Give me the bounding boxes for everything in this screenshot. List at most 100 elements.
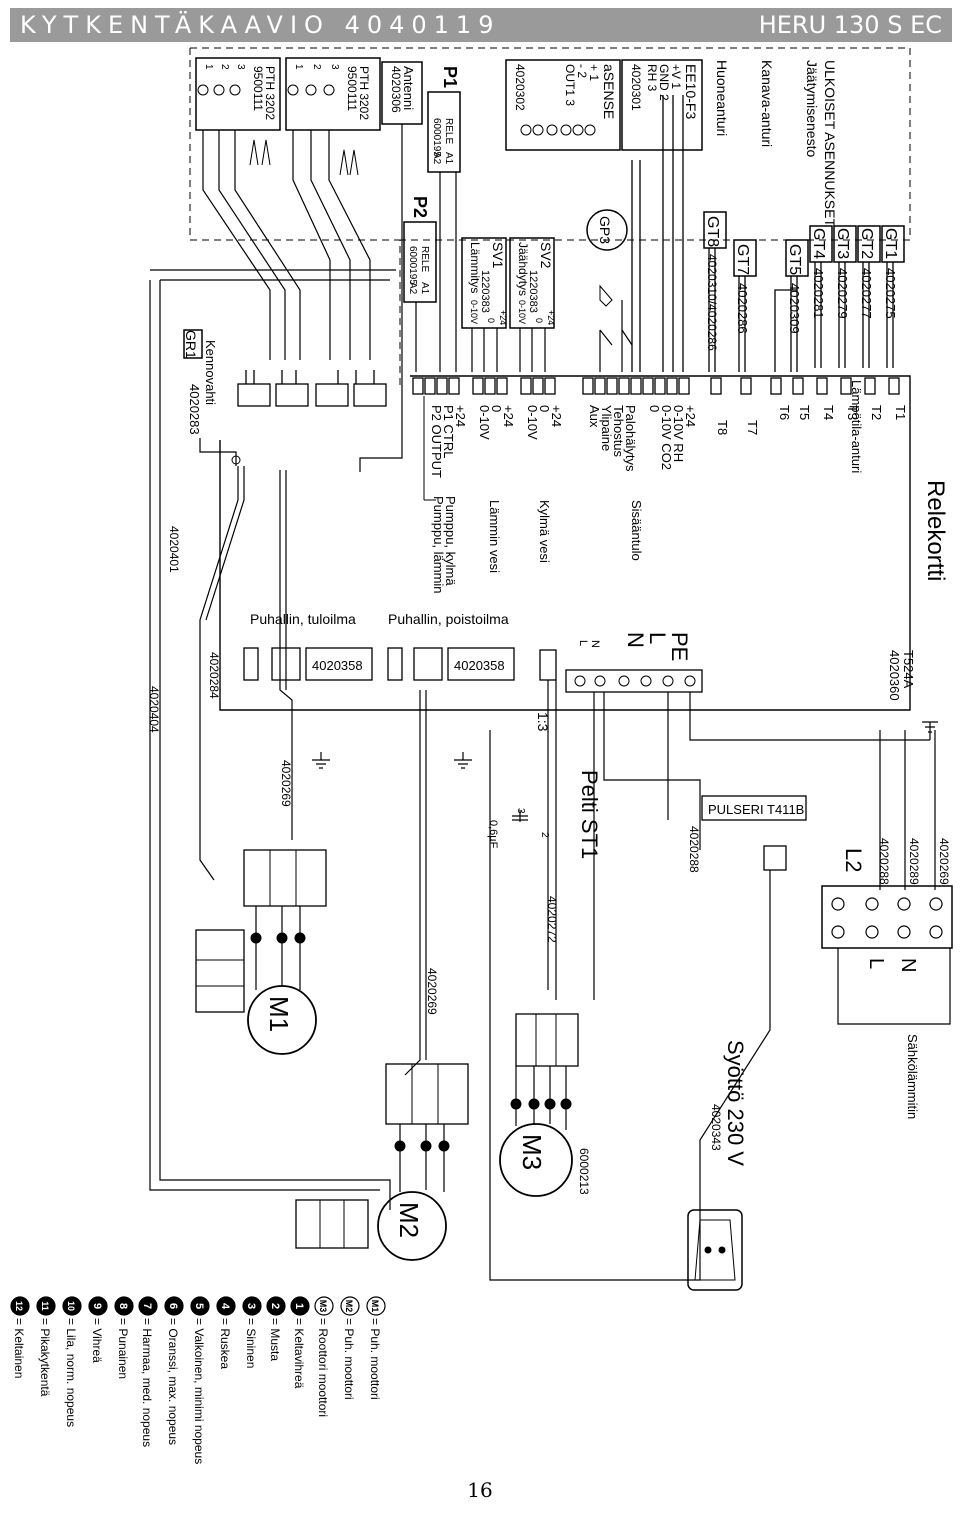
legend-item: M3 = Roottori moottori [314, 1296, 334, 1417]
legend-symbol [62, 1296, 82, 1316]
term-tehostus: Tehostus [611, 405, 626, 458]
ulkoiset-block: ULKOISET ASENNUKSET Jäätymisenesto Kanav… [714, 60, 838, 227]
legend-symbol [314, 1296, 334, 1316]
legend-code: 12 [14, 1301, 24, 1311]
svg-text:4020283: 4020283 [187, 384, 202, 435]
svg-text:4020343: 4020343 [709, 1104, 723, 1151]
svg-text:4020360: 4020360 [887, 650, 902, 701]
svg-text:GT1: GT1 [882, 228, 899, 259]
terminal-slot [618, 377, 630, 395]
svg-text:- 2: - 2 [575, 64, 589, 78]
svg-text:1: 1 [203, 64, 214, 70]
legend-symbol [10, 1296, 30, 1316]
legend-symbol [266, 1296, 286, 1316]
svg-text:0: 0 [486, 318, 496, 323]
svg-text:4020284: 4020284 [207, 652, 221, 699]
kanava-label: Kanava-anturi [759, 60, 775, 147]
term-p24d: +24 [453, 405, 468, 427]
term-p2out: P2 OUTPUT [429, 405, 444, 478]
term-aux: Aux [587, 405, 602, 428]
pth-block-1: PTH 3202 9500111 3 2 1 [285, 57, 381, 176]
terminal-slot [770, 377, 782, 395]
legend-item: 3= Sininen [242, 1296, 262, 1368]
svg-text:SV2: SV2 [538, 242, 554, 269]
asense-block: aSENSE + 1 - 2 OUT1 3 4020302 [505, 59, 621, 151]
svg-text:+24: +24 [546, 310, 556, 325]
legend-item: 7 = Harmaa, med. nopeus [138, 1296, 158, 1447]
legend-code: M3 [318, 1300, 328, 1313]
pth-block-2: PTH 3202 9500111 3 2 1 [195, 57, 281, 166]
svg-text:0-10V: 0-10V [469, 300, 479, 324]
svg-text:1:3: 1:3 [535, 712, 551, 732]
legend-symbol [242, 1296, 262, 1316]
svg-text:4020277: 4020277 [859, 268, 874, 319]
legend-code: 3 [245, 1303, 257, 1309]
pth-wires [202, 130, 371, 360]
terminal-slot [654, 377, 666, 395]
terminal-slot [888, 377, 900, 395]
svg-text:A1: A1 [443, 152, 454, 165]
svg-text:Kennovahti: Kennovahti [203, 340, 218, 405]
svg-text:3: 3 [329, 64, 340, 70]
svg-text:9500111: 9500111 [251, 66, 265, 111]
terminal-block [412, 377, 900, 395]
svg-text:4020281: 4020281 [811, 268, 826, 319]
svg-text:4020269: 4020269 [425, 968, 439, 1015]
svg-text:PTH 3202: PTH 3202 [357, 66, 371, 120]
sv1-valve: SV1 1220383 Lämmitys 0-10V +24 0 [461, 237, 508, 372]
sv2-valve: SV2 1220383 Jäähdytys 0-10V +24 0 [509, 237, 556, 372]
legend-text: = Keltavihreä [292, 1318, 306, 1389]
legend-code: 7 [141, 1303, 153, 1309]
term-010c: 0-10V [477, 405, 492, 440]
svg-text:A1: A1 [419, 282, 430, 295]
svg-text:Antenni: Antenni [401, 66, 416, 110]
term-T3: T3 [845, 405, 860, 420]
svg-text:4020275: 4020275 [883, 268, 898, 319]
legend-code: 2 [269, 1303, 281, 1309]
pelti-section: 1:3 Pelti ST1 3 2 0,6µF [487, 712, 602, 859]
legend-text: = Oranssi, max. nopeus [166, 1318, 180, 1445]
term-T4: T4 [821, 405, 836, 420]
terminal-slot [484, 377, 496, 395]
svg-text:6000195: 6000195 [407, 246, 418, 285]
terminal-slot [816, 377, 828, 395]
svg-text:4020288: 4020288 [687, 826, 701, 873]
svg-text:L: L [865, 958, 887, 969]
svg-text:N: N [589, 640, 601, 648]
legend-text: = Harmaa, med. nopeus [140, 1318, 154, 1447]
terminal-slot [582, 377, 594, 395]
kennovahti-block: Kennovahti GR1 4020283 [183, 329, 241, 466]
lampotila-label: Lämpötila-anturi [849, 380, 864, 473]
svg-text:GT7: GT7 [734, 244, 751, 275]
legend-symbol [340, 1296, 360, 1316]
fan-connectors: Puhallin, tuloilma Puhallin, poistoilma … [243, 611, 515, 681]
terminal-slot [424, 377, 436, 395]
svg-text:6000195: 6000195 [431, 118, 442, 157]
svg-text:OUT1 3: OUT1 3 [563, 64, 577, 106]
legend-item: M2= Puh. moottori [340, 1296, 360, 1400]
legend-symbol [216, 1296, 236, 1316]
svg-text:PTH 3202: PTH 3202 [263, 66, 277, 120]
term-p1ctrl: P1 CTRL [441, 405, 456, 458]
legend-symbol [190, 1296, 210, 1316]
legend-symbol [164, 1296, 184, 1316]
legend-text: = Puh. moottori [368, 1318, 382, 1400]
legend-text: = Puh. moottori [342, 1318, 356, 1400]
term-sisaantulo: Sisääntulo [629, 500, 644, 561]
svg-text:N: N [897, 958, 919, 972]
terminal-slot [840, 377, 852, 395]
legend-symbol [36, 1296, 56, 1316]
svg-text:GT3: GT3 [834, 228, 851, 259]
p2-relay: P2 RELE 6000195 A1 A2 [403, 196, 437, 372]
legend-text: = Vihreä [90, 1318, 104, 1363]
legend-text: = Roottori moottori [316, 1318, 330, 1417]
term-T8: T8 [715, 420, 730, 435]
legend-text: = Musta [268, 1318, 282, 1361]
legend-item: 12= Keltainen [10, 1296, 30, 1378]
term-p24c: +24 [501, 405, 516, 427]
svg-text:PE: PE [667, 632, 692, 661]
svg-text:Lämmitys: Lämmitys [468, 242, 482, 293]
term-T7: T7 [745, 420, 760, 435]
page-number: 16 [467, 1478, 493, 1502]
